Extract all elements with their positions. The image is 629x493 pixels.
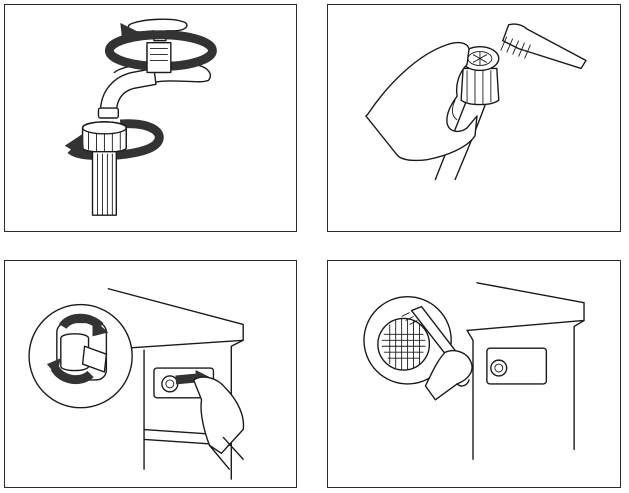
tap-and-hose-connector-icon [64,18,217,216]
hose-filter-brush-icon [365,23,587,181]
inlet-valve-filter-brush-icon [363,282,585,460]
panel-clean-inlet-valve-filter [327,260,621,488]
panel-unscrew-inlet-hose-from-machine [4,260,297,488]
panel-clean-hose-filter-with-brush [327,4,621,232]
panel-unscrew-hose-from-tap [4,4,297,232]
machine-inlet-valve-icon [28,288,245,480]
